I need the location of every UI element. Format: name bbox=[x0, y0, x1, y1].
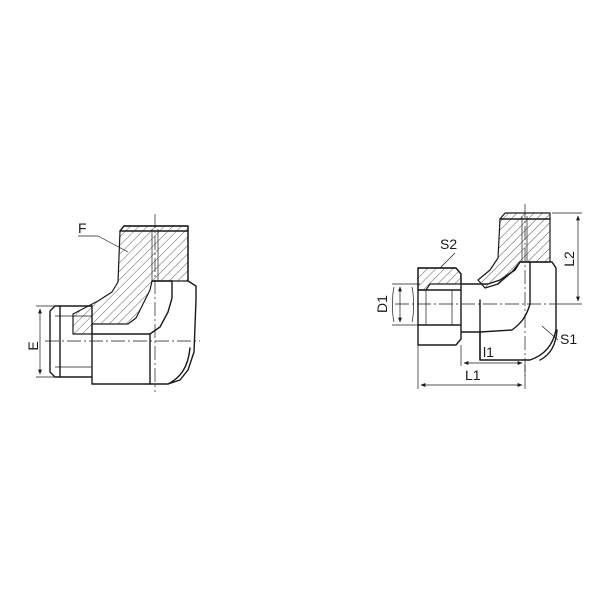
callout-s2: S2 bbox=[439, 236, 457, 269]
left-side-stub bbox=[49, 305, 93, 378]
label-s1: S1 bbox=[560, 331, 577, 347]
label-l1-small: l1 bbox=[483, 344, 494, 360]
left-section-hatch bbox=[72, 225, 189, 335]
dimension-d1: D1 bbox=[374, 283, 420, 326]
left-hex-body bbox=[91, 280, 197, 385]
right-body bbox=[460, 261, 557, 361]
left-elbow-fitting bbox=[45, 214, 200, 392]
label-e: E bbox=[25, 341, 41, 350]
right-section-hatch-top bbox=[477, 212, 551, 289]
right-elbow-fitting bbox=[395, 204, 560, 376]
dimension-e: E bbox=[25, 305, 55, 378]
callout-f: F bbox=[78, 220, 129, 253]
label-f: F bbox=[78, 220, 87, 236]
dimension-l1-small: l1 bbox=[460, 344, 526, 366]
callout-s1: S1 bbox=[541, 325, 577, 347]
left-top-boss bbox=[119, 225, 189, 282]
right-nut-hatch bbox=[417, 267, 462, 291]
label-s2: S2 bbox=[440, 236, 457, 252]
label-d1: D1 bbox=[374, 295, 390, 313]
dimension-l2: L2 bbox=[552, 212, 582, 305]
label-l1-large: L1 bbox=[465, 367, 481, 383]
label-l2: L2 bbox=[561, 251, 577, 267]
dimension-l1-large: L1 bbox=[417, 345, 526, 389]
